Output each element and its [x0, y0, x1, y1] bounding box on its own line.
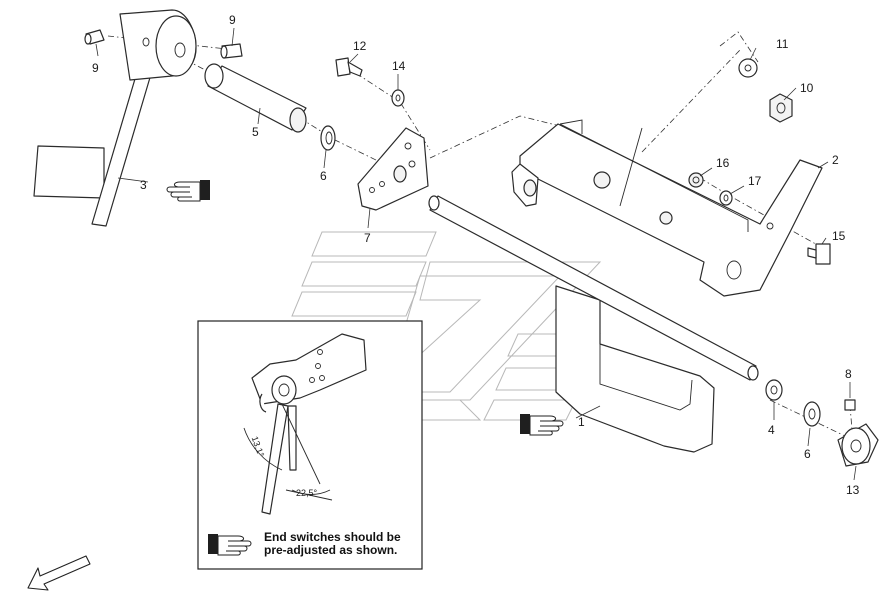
callout-11: 11: [776, 37, 789, 51]
nut-10: [769, 93, 793, 123]
set-screw-left: [84, 29, 105, 45]
callout-14: 14: [392, 59, 406, 73]
callout-10: 10: [800, 81, 814, 95]
washer-17: [719, 190, 733, 206]
callout-5: 5: [252, 125, 259, 139]
callout-1: 1: [578, 415, 585, 429]
collar: [837, 423, 879, 467]
switch-bracket: [357, 127, 429, 211]
callout-6-right: 6: [804, 447, 811, 461]
callout-9-right: 9: [229, 13, 236, 27]
pointing-hand-icon: [166, 180, 210, 202]
callout-12: 12: [353, 39, 367, 53]
callout-3: 3: [140, 178, 147, 192]
callout-13: 13: [846, 483, 860, 497]
detail-inset: 13,1° 22,5° End switches should be pre-a…: [197, 320, 423, 570]
angle-22-label: 22,5°: [296, 488, 318, 498]
main-frame: [511, 119, 823, 297]
callout-16: 16: [716, 156, 730, 170]
shaft: [428, 195, 759, 381]
callout-numbers: 9 9 12 14 11 10 5 6 3 7 16 17 2 15 1 4 6…: [92, 13, 860, 497]
washer-left: [320, 125, 336, 151]
note-line-2: pre-adjusted as shown.: [264, 543, 397, 557]
callout-4: 4: [768, 423, 775, 437]
callout-17: 17: [748, 174, 762, 188]
callout-2: 2: [832, 153, 839, 167]
leader-lines: [95, 27, 857, 481]
spacer-16: [688, 172, 704, 188]
callout-6-left: 6: [320, 169, 327, 183]
direction-arrow-icon: [27, 555, 91, 591]
washer-14: [391, 89, 405, 107]
washer-right: [803, 401, 821, 427]
sleeve: [204, 63, 307, 133]
callout-15: 15: [832, 229, 846, 243]
set-screw-8: [844, 399, 856, 411]
pointing-hand-icon: [208, 534, 252, 556]
callout-9-left: 9: [92, 61, 99, 75]
pedal-assembly: [33, 9, 197, 227]
pedal-arm: [91, 61, 155, 227]
screw-12: [335, 57, 363, 77]
c-frame: [555, 285, 715, 453]
callout-7: 7: [364, 231, 371, 245]
set-screw-right: [220, 43, 243, 59]
washer-11: [738, 58, 758, 78]
pedal-plate: [33, 145, 105, 199]
note-line-1: End switches should be: [264, 530, 401, 544]
bushing-right: [765, 379, 783, 401]
screw-15: [807, 243, 831, 265]
callout-8: 8: [845, 367, 852, 381]
pointing-hand-icon: [520, 414, 564, 436]
